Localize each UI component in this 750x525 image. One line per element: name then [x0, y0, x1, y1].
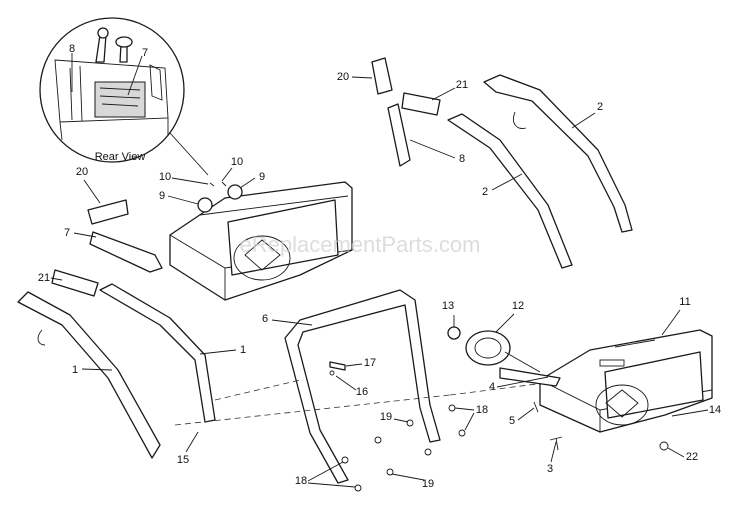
lever-8 [387, 103, 411, 167]
handle-1-rear [17, 291, 161, 459]
handle-1-front [99, 283, 216, 423]
grip-20-left [87, 199, 129, 225]
handle-2-rear [483, 74, 633, 233]
rear-view-caption: Rear View [95, 151, 146, 163]
callout-7: 7 [64, 227, 70, 239]
grip-21-upper [401, 92, 441, 116]
knob-9-left [197, 197, 213, 213]
callout-3: 3 [547, 463, 553, 475]
callout-18-left: 18 [295, 475, 307, 487]
callout-8: 8 [459, 153, 465, 165]
callout-11: 11 [679, 296, 690, 308]
frame-6 [284, 289, 441, 484]
callout-19-lower: 19 [422, 478, 434, 490]
callout-7-inset: 7 [142, 47, 148, 59]
callout-21-upper: 21 [456, 79, 468, 91]
callout-22: 22 [686, 451, 698, 463]
callout-20-upper: 20 [337, 71, 349, 83]
callout-1-rear: 1 [72, 364, 78, 376]
grip-20-upper [371, 57, 393, 95]
callout-5: 5 [509, 415, 515, 427]
callout-17: 17 [364, 357, 376, 369]
watermark: eReplacementParts.com [240, 232, 481, 257]
callout-14: 14 [709, 404, 721, 416]
pin-17 [329, 361, 346, 371]
callout-13: 13 [442, 300, 454, 312]
callout-9-right: 9 [259, 171, 265, 183]
headlight-12 [465, 330, 511, 366]
callout-9-left: 9 [159, 190, 165, 202]
fastener-13 [447, 326, 461, 340]
callout-8-inset: 8 [69, 43, 75, 55]
callout-18-right: 18 [476, 404, 488, 416]
callout-10-right: 10 [231, 156, 243, 168]
lower-console [539, 329, 713, 433]
rear-view-inset [39, 17, 185, 163]
callout-10-left: 10 [159, 171, 171, 183]
callout-15: 15 [177, 454, 189, 466]
handle-2-front [447, 113, 573, 269]
callout-1-front: 1 [240, 344, 246, 356]
callout-2-rear: 2 [597, 101, 603, 113]
callout-12: 12 [512, 300, 524, 312]
upper-console [169, 181, 353, 301]
callout-16: 16 [356, 386, 368, 398]
callout-19-upper: 19 [380, 411, 392, 423]
callout-20-left: 20 [76, 166, 88, 178]
callout-6: 6 [262, 313, 268, 325]
knob-9-right [227, 184, 243, 200]
callout-4: 4 [489, 381, 495, 393]
callout-2-front: 2 [482, 186, 488, 198]
bracket-7 [89, 231, 163, 273]
grip-21-lower [51, 269, 99, 297]
callout-21-lower: 21 [38, 272, 50, 284]
bracket-4 [499, 367, 561, 387]
